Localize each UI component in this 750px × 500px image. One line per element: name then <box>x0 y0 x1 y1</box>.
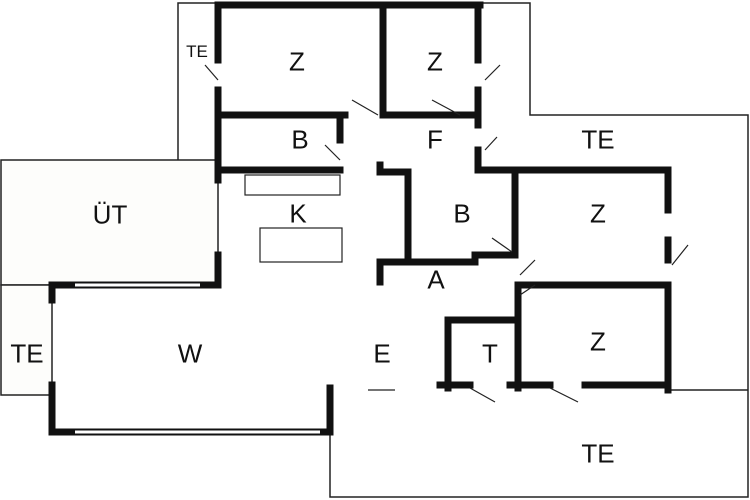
room-label-te-small: TE <box>186 42 208 61</box>
fixtures <box>75 64 689 434</box>
room-label-b1: B <box>291 124 309 155</box>
room-label-t: T <box>482 338 498 369</box>
room-label-a: A <box>427 264 445 295</box>
room-label-z1: Z <box>289 46 305 77</box>
te-left-outline <box>0 284 53 396</box>
room-label-e: E <box>373 338 391 369</box>
room-label-te-bottom: TE <box>581 438 615 469</box>
room-label-z4: Z <box>590 326 606 357</box>
room-label-z3: Z <box>590 198 606 229</box>
kitchen-counter <box>244 174 341 196</box>
room-label-k: K <box>289 198 307 229</box>
room-label-w: W <box>177 338 203 369</box>
room-label-te-left: TE <box>10 338 44 369</box>
room-label-te-right: TE <box>581 124 615 155</box>
room-label-ut: ÜT <box>92 199 128 230</box>
room-label-f: F <box>427 124 443 155</box>
room-label-z2: Z <box>427 46 443 77</box>
kitchen-island <box>259 227 343 263</box>
room-label-b2: B <box>453 198 471 229</box>
ut-outline <box>0 159 219 286</box>
